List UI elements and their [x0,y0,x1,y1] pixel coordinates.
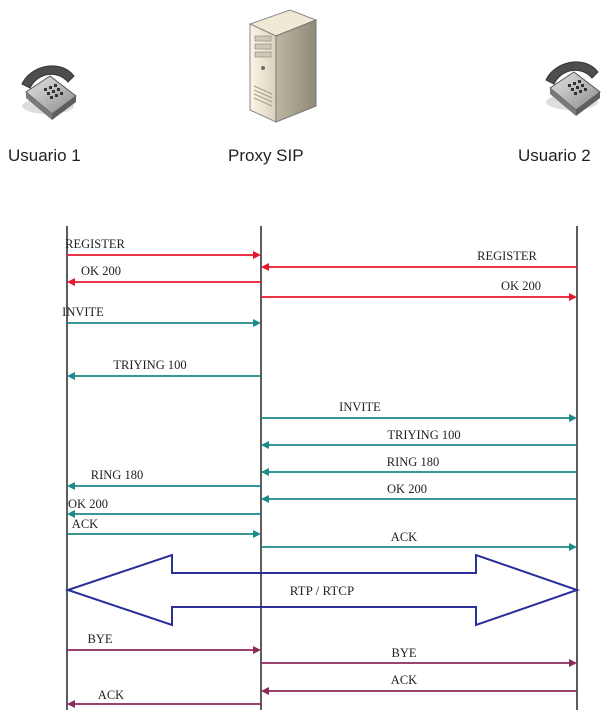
message-invite: INVITE [62,305,261,327]
message-arrowhead [261,687,269,695]
message-ok-200: OK 200 [261,482,577,503]
message-arrowhead [569,414,577,422]
message-bye: BYE [261,646,577,667]
message-arrowhead [67,510,75,518]
message-triying-100: TRIYING 100 [67,358,261,380]
telephone-icon [545,61,601,116]
participant-label-usuario-1: Usuario 1 [8,146,81,165]
message-label: RING 180 [91,468,143,482]
message-invite: INVITE [261,400,577,422]
message-label: RING 180 [387,455,439,469]
message-arrowhead [253,319,261,327]
message-arrowhead [253,530,261,538]
message-register: REGISTER [65,237,261,259]
server-tower-icon [248,9,318,123]
telephone-icon [21,65,77,120]
message-arrowhead [261,263,269,271]
message-register: REGISTER [261,249,577,271]
participant-label-proxy-sip: Proxy SIP [228,146,304,165]
message-ring-180: RING 180 [67,468,261,490]
message-label: REGISTER [65,237,125,251]
message-arrowhead [569,293,577,301]
message-arrowhead [569,659,577,667]
message-ok-200: OK 200 [67,264,261,286]
message-label: TRIYING 100 [113,358,186,372]
message-ring-180: RING 180 [261,455,577,476]
message-ack: ACK [261,530,577,551]
message-label: INVITE [339,400,381,414]
message-label: OK 200 [81,264,121,278]
message-label: OK 200 [501,279,541,293]
message-label: OK 200 [68,497,108,511]
message-arrowhead [67,700,75,708]
message-arrowhead [253,251,261,259]
message-label: OK 200 [387,482,427,496]
rtp-rtcp-label: RTP / RTCP [290,583,354,598]
message-ack: ACK [67,688,261,708]
message-label: ACK [98,688,124,702]
message-arrowhead [569,543,577,551]
message-label: BYE [392,646,417,660]
message-label: BYE [88,632,113,646]
rtp-rtcp-double-arrow [64,553,581,627]
message-label: ACK [391,530,417,544]
message-arrowhead [253,646,261,654]
message-label: REGISTER [477,249,537,263]
message-arrowhead [261,441,269,449]
message-triying-100: TRIYING 100 [261,428,577,449]
message-label: TRIYING 100 [387,428,460,442]
message-label: INVITE [62,305,104,319]
message-ok-200: OK 200 [261,279,577,301]
message-label: ACK [72,517,98,531]
message-ack: ACK [67,517,261,538]
message-arrowhead [67,278,75,286]
message-arrowhead [261,495,269,503]
message-arrowhead [67,372,75,380]
message-bye: BYE [67,632,261,654]
message-ack: ACK [261,673,577,695]
message-arrowhead [261,468,269,476]
message-arrowhead [67,482,75,490]
participant-label-usuario-2: Usuario 2 [518,146,591,165]
message-ok-200: OK 200 [67,497,261,518]
message-label: ACK [391,673,417,687]
